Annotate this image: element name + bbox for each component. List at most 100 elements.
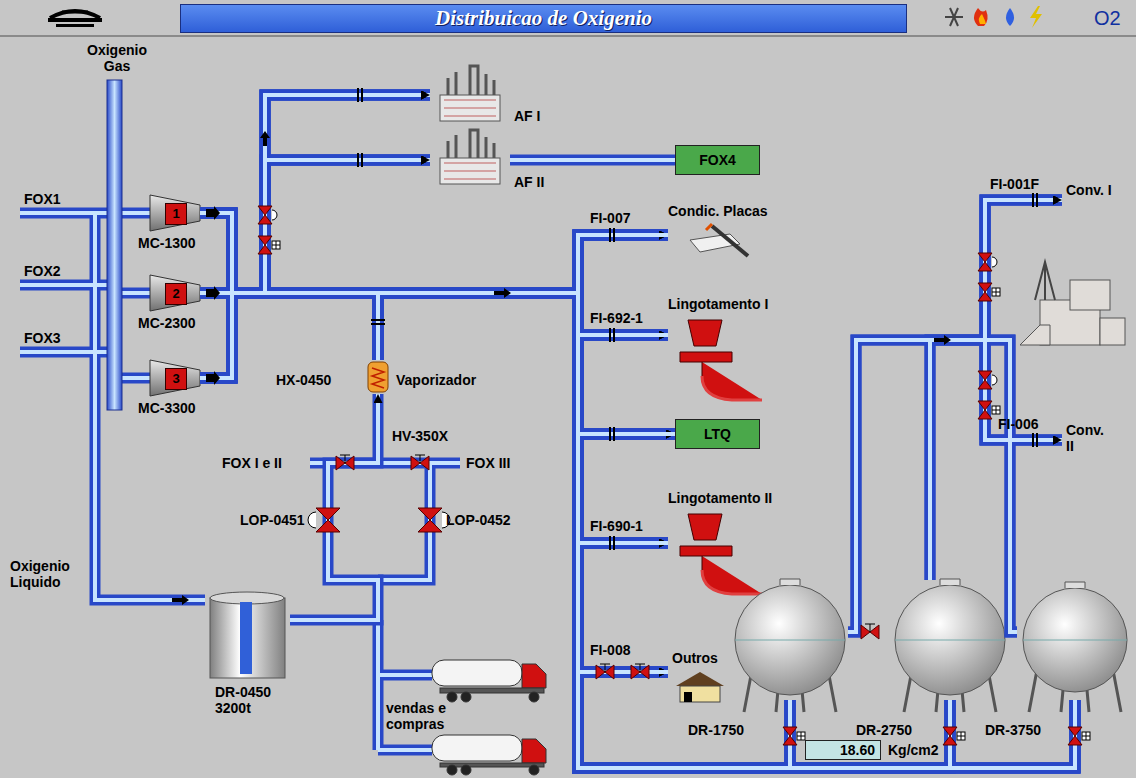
node-label: Condic. Placas (668, 203, 768, 219)
pipe-connector (985, 340, 1062, 632)
pipe-connector (510, 155, 675, 166)
node-label: Conv. II (1066, 422, 1114, 454)
pipe-connector (930, 200, 1062, 580)
node-label: FOX4 (676, 146, 759, 174)
pipe-connector (578, 434, 790, 768)
node-label: Outros (672, 650, 718, 666)
plant-box: LTQ (675, 419, 760, 449)
pipe-connector (578, 434, 1075, 768)
tag-label: FI-001F (990, 176, 1039, 192)
node-label: MC-3300 (138, 400, 196, 416)
compressor: 2MC-2300 (150, 275, 200, 311)
storage-tank: DR-0450 3200t (205, 588, 290, 680)
compressor-icon (150, 195, 200, 396)
converter: Conv. I (1062, 180, 1122, 220)
pipe-connector (200, 160, 430, 293)
pipe-connector (578, 672, 950, 768)
pipe-connector (930, 340, 1062, 580)
pipe-connector (578, 434, 950, 768)
pipe-connector (578, 434, 790, 768)
tag-label: FOX3 (24, 330, 61, 346)
tag-label: FOX2 (24, 263, 61, 279)
blast-furnace: AF I (430, 68, 510, 123)
pipe-connector (378, 293, 675, 434)
pipe-connector (848, 200, 1062, 632)
pipe-connector (578, 335, 1075, 768)
vaporizer: HX-0450Vaporizador (366, 360, 390, 394)
tag-label: FI-690-1 (590, 518, 643, 534)
pipe-connector (578, 543, 790, 768)
pipe-connector (578, 543, 1075, 768)
pipe-connector (848, 340, 1062, 632)
node-label: LTQ (676, 420, 759, 448)
pipe-connector (378, 293, 668, 360)
pipe-connector (265, 160, 430, 360)
pipe-connector (578, 235, 950, 768)
consumer: Condic. Placas (668, 203, 798, 265)
vaporizer-icon (368, 362, 388, 392)
consumer: Lingotamento I (668, 296, 798, 406)
tag-label: FOX I e II (222, 455, 282, 471)
blast-furnace: AF II (430, 132, 510, 187)
pipe-connector (200, 95, 430, 293)
storage-sphere: DR-1750 (732, 580, 848, 700)
compressor: 1MC-1300 (150, 195, 200, 231)
tag-label: FOX III (466, 455, 510, 471)
storage-sphere (735, 579, 1127, 712)
pipe-connector (200, 293, 675, 434)
pipe-connector (378, 293, 675, 434)
tag-label: LOP-0451 (240, 512, 305, 528)
node-label: DR-3750 (985, 722, 1041, 738)
blast-furnace-icon (440, 66, 500, 184)
pipe-connector (200, 235, 668, 378)
tag-label: FI-006 (998, 416, 1038, 432)
pipe-connector (200, 293, 675, 434)
node-label: Lingotamento I (668, 296, 768, 312)
pipe-connector (200, 213, 675, 434)
tag-label: FI-008 (590, 642, 630, 658)
pipe-connector (578, 672, 790, 768)
storage-sphere: DR-3750 (1017, 580, 1133, 700)
pipe-connector (200, 293, 668, 543)
tag-label: vendas e compras (386, 700, 454, 732)
node-label: MC-1300 (138, 235, 196, 251)
callout-number: 2 (165, 283, 187, 305)
converter: Conv. II (1062, 420, 1122, 460)
pipe-connector (200, 293, 668, 543)
node-label: DR-1750 (688, 722, 744, 738)
pipe-connector (200, 213, 668, 543)
node-label: Conv. I (1066, 182, 1114, 198)
valve-symbols (258, 206, 1090, 745)
pipe-connector (265, 95, 430, 360)
callout-number: 1 (165, 203, 187, 225)
flow-elements (358, 88, 1037, 550)
pipe-connector (200, 160, 430, 293)
node-label: 18.60 (806, 741, 880, 759)
pipe-connector (200, 293, 668, 335)
converter-building (1020, 262, 1125, 345)
pipe-connector (378, 293, 668, 672)
flow-arrows (172, 131, 951, 605)
pipe-connector (578, 335, 790, 768)
tag-label: Oxigenio Gas (82, 42, 152, 74)
pipe-connector (578, 543, 950, 768)
node-label: DR-0450 3200t (215, 684, 285, 716)
node-label: Lingotamento II (668, 490, 772, 506)
pipe-connector (848, 200, 1062, 632)
consumer: Lingotamento II (668, 490, 798, 600)
compressor: 3MC-3300 (150, 360, 200, 396)
pipe-connector (378, 293, 668, 543)
pipe-connector (578, 335, 1075, 768)
node-label: HX-0450 (276, 372, 331, 388)
pipe-connector (378, 293, 668, 672)
pipe-connector (578, 335, 950, 768)
pipe-connector (578, 235, 790, 768)
tanker-truck (432, 660, 546, 775)
storage-tank (210, 592, 285, 678)
pipe-connector (290, 394, 378, 620)
pipe-connector (200, 293, 668, 672)
pipe-connector (290, 394, 378, 620)
pipe-connector (200, 160, 430, 293)
pipe-connector (200, 213, 668, 335)
pipe-connector (578, 235, 790, 768)
